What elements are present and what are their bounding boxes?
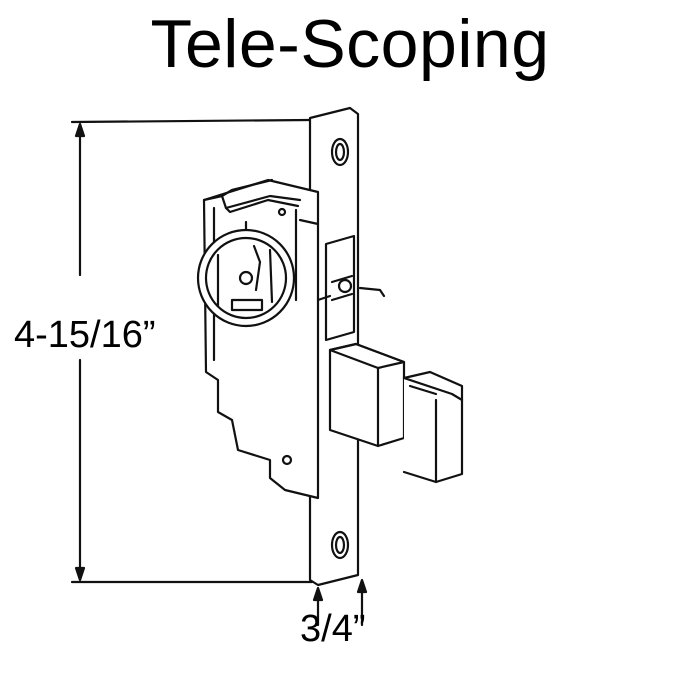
- product-title: Tele-Scoping: [150, 6, 550, 82]
- height-dimension-label: 4-15/16”: [14, 314, 156, 356]
- latch-bolt: [328, 342, 464, 484]
- height-dimension-line: [70, 118, 314, 584]
- width-dimension-line: [312, 578, 368, 627]
- lock-body: [202, 178, 320, 500]
- faceplate: [308, 106, 360, 587]
- width-dimension-label: 3/4”: [300, 608, 366, 650]
- mechanism-window: [316, 234, 386, 342]
- cylinder-ring: [196, 228, 296, 328]
